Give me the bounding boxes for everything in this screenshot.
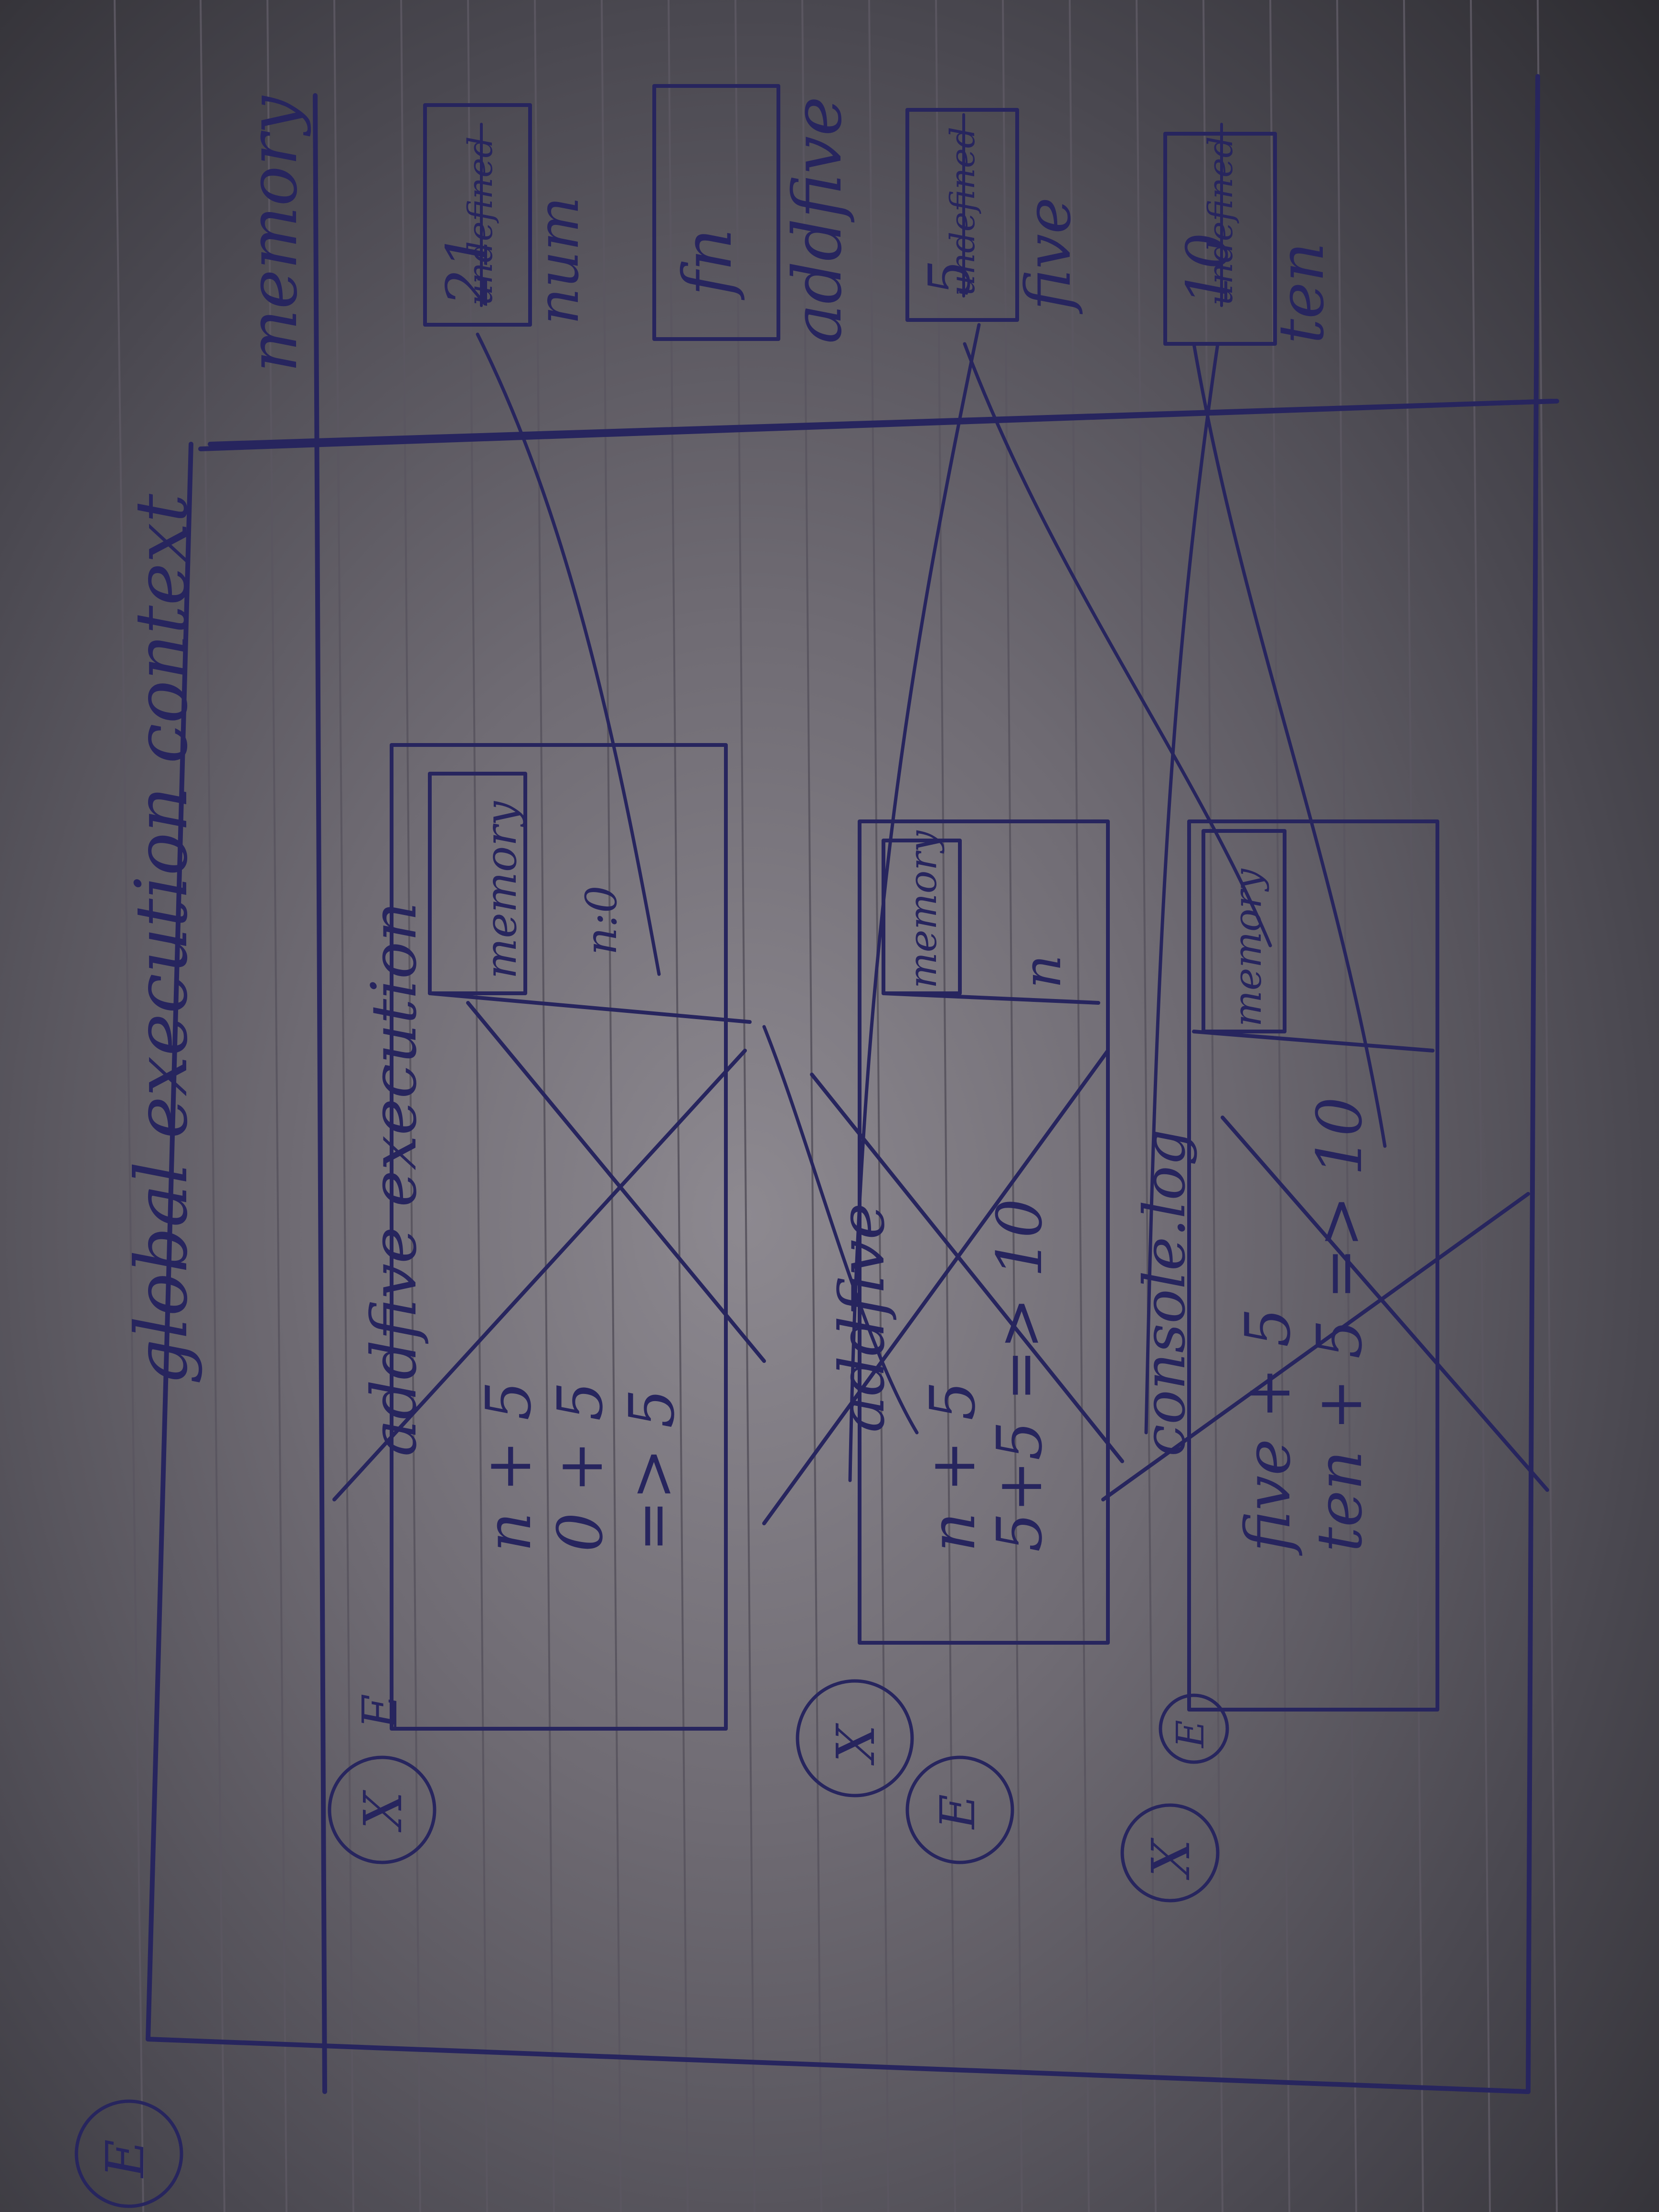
mem-val-ten: 10 — [1175, 233, 1241, 306]
ruled-lines — [114, 0, 1558, 2212]
svg-text:5: 5 — [917, 260, 983, 296]
call-1-memory-label: memory — [476, 801, 526, 979]
svg-text:n:0: n:0 — [576, 885, 627, 955]
marker-circles — [74, 1679, 1229, 2208]
mem-struck-five: undefined — [943, 113, 982, 298]
svg-text:n + 5: n + 5 — [916, 1381, 989, 1552]
global-memory-boxes — [423, 84, 1277, 346]
call-2-line-1: n + 5 — [916, 1381, 989, 1552]
svg-text:num: num — [525, 197, 592, 325]
svg-text:=> 5: => 5 — [616, 1389, 688, 1552]
svg-text:memory: memory — [901, 830, 945, 989]
svg-text:console.log: console.log — [1132, 1129, 1198, 1457]
global-context-frame — [146, 74, 1559, 2094]
svg-text:E: E — [352, 1694, 408, 1730]
mem-val-five: 5 — [917, 260, 983, 296]
svg-text:E: E — [95, 2139, 156, 2179]
svg-text:addfive: addfive — [826, 1203, 898, 1433]
call-3-marker: E — [1168, 1720, 1212, 1749]
svg-text:memory: memory — [476, 801, 526, 979]
mem-val-addfive: fn — [669, 228, 747, 300]
svg-text:memory: memory — [1225, 868, 1270, 1027]
svg-text:ten: ten — [1265, 242, 1338, 344]
svg-text:n + 5: n + 5 — [472, 1381, 545, 1552]
svg-text:E: E — [1168, 1720, 1212, 1749]
call-3-line-1: five + 5 — [1232, 1308, 1304, 1556]
call-3-memory-label: memory — [1225, 868, 1270, 1027]
call-1-line-3: => 5 — [616, 1389, 688, 1552]
call-1-line-1: n + 5 — [472, 1381, 545, 1552]
call-1-crossed-marker: X — [352, 1790, 414, 1833]
svg-text:fn: fn — [669, 228, 747, 300]
svg-text:5+5 => 10: 5+5 => 10 — [983, 1199, 1056, 1552]
call-2-crossed-marker: X — [825, 1723, 886, 1766]
svg-text:X: X — [352, 1790, 414, 1833]
call-2-param: n — [1011, 955, 1073, 989]
svg-text:ten + 5 => 10: ten + 5 => 10 — [1303, 1097, 1376, 1552]
mem-name-five: five — [1012, 197, 1085, 315]
svg-text:10: 10 — [1175, 233, 1241, 306]
call-1-marker: E — [352, 1694, 408, 1730]
call-2-title: addfive — [826, 1203, 898, 1433]
connector-curves — [476, 323, 1387, 1482]
call-3-line-2: ten + 5 => 10 — [1303, 1097, 1376, 1552]
mem-struck-ten: undefined — [1201, 123, 1240, 307]
call-box-1 — [332, 743, 766, 1731]
svg-text:0 + 5: 0 + 5 — [544, 1382, 617, 1552]
global-marker: E — [95, 2139, 156, 2179]
call-3-title: console.log — [1132, 1129, 1198, 1457]
global-memory-label: memory — [234, 95, 312, 372]
svg-text:X: X — [825, 1723, 886, 1766]
mem-name-num: num — [525, 197, 592, 325]
mem-name-addfive: addfive — [779, 96, 857, 344]
svg-text:X: X — [1140, 1838, 1202, 1881]
svg-text:five + 5: five + 5 — [1232, 1308, 1304, 1556]
call-2-marker: E — [930, 1794, 986, 1830]
svg-text:E: E — [930, 1794, 986, 1830]
svg-text:addfive execution: addfive execution — [358, 902, 430, 1457]
svg-text:addfive: addfive — [779, 96, 857, 344]
mem-name-ten: ten — [1265, 242, 1338, 344]
call-3-crossed-marker: X — [1140, 1838, 1202, 1881]
call-1-param: n:0 — [576, 885, 627, 955]
mem-struck-num: undefined — [461, 123, 500, 307]
mem-val-num: 21 — [435, 233, 501, 306]
call-2-line-2: 5+5 => 10 — [983, 1199, 1056, 1552]
svg-text:memory: memory — [234, 95, 312, 372]
call-2-memory-label: memory — [901, 830, 945, 989]
call-1-line-2: 0 + 5 — [544, 1382, 617, 1552]
svg-text:21: 21 — [435, 233, 501, 306]
call-1-title: addfive execution — [358, 902, 430, 1457]
global-title: global execution context — [120, 493, 203, 1385]
svg-text:global execution context: global execution context — [120, 493, 203, 1385]
call-box-3 — [1101, 819, 1549, 1712]
svg-text:n: n — [1011, 955, 1073, 989]
svg-text:five: five — [1012, 197, 1085, 315]
